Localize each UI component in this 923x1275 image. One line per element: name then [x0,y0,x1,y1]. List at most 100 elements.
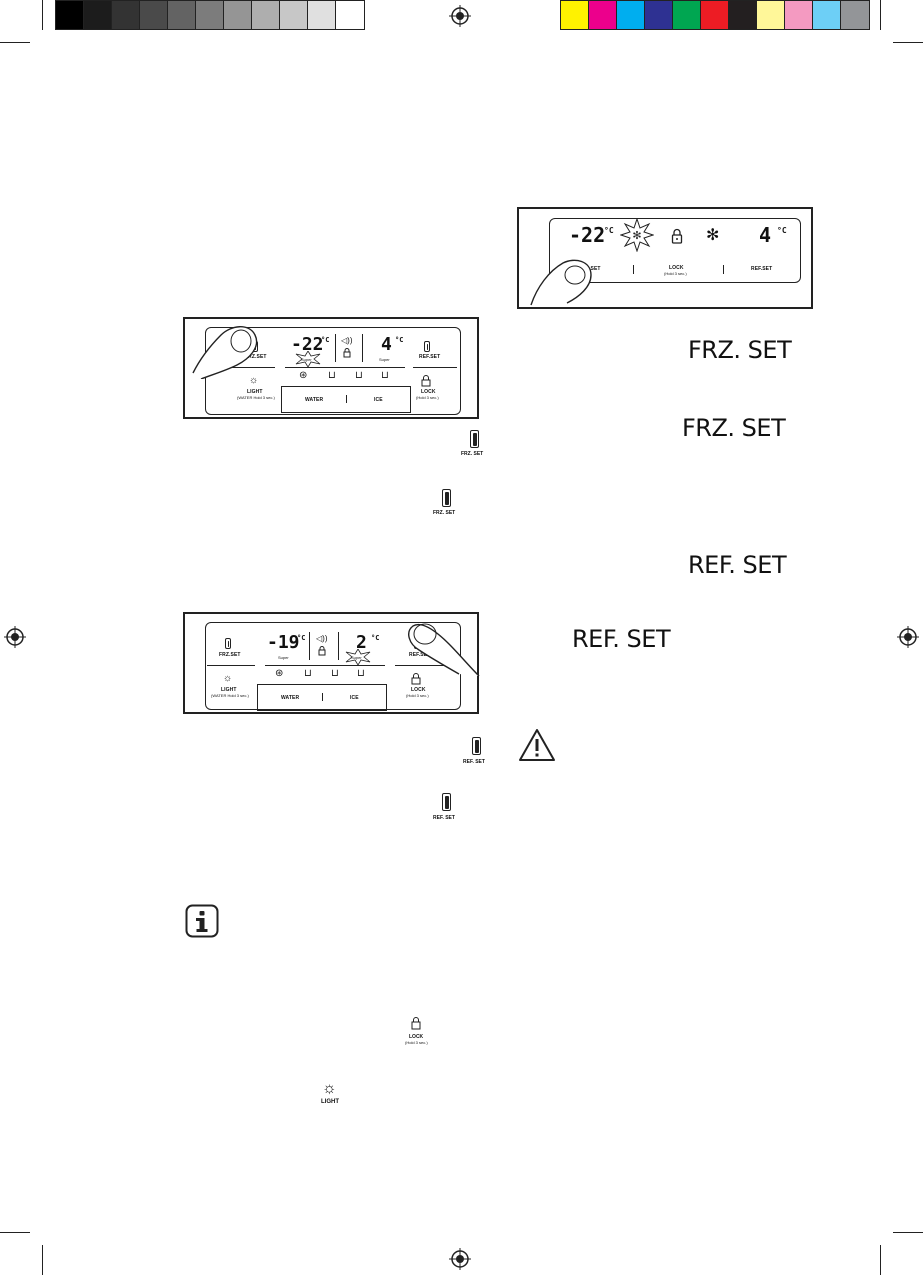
frz-set-key-icon [442,489,451,507]
lock-key-label[interactable]: LOCK [411,687,426,693]
grayscale-color-bar [55,0,365,30]
light-key-label[interactable]: LIGHT [221,687,237,693]
color-swatch [673,1,701,29]
light-key-hint: (WATER Hold 3 sec.) [237,395,275,400]
divider [395,665,453,666]
color-swatch [224,1,252,29]
control-panel-fridge-set: FRZ.SET -19 °C Super ◁)) 2 °C Super REF.… [183,612,480,714]
lock-key-caption: LOCK [409,1034,424,1040]
divider [213,367,275,368]
super-burst-icon [295,351,321,367]
ref-set-key-icon [472,737,481,755]
super-freeze-burst-icon: ✻ [620,218,654,252]
lock-key-label[interactable]: LOCK [669,265,684,271]
light-key-caption: LIGHT [321,1099,339,1105]
color-swatch [336,1,364,29]
color-swatch [308,1,336,29]
freezer-unit: °C [321,336,330,344]
divider [265,665,385,666]
process-color-bar [560,0,870,30]
lock-key-label[interactable]: LOCK [421,389,436,395]
ref-set-key-label[interactable]: REF.SET [751,266,773,272]
color-swatch [841,1,869,29]
filter-icon: ⊛ [275,668,284,679]
light-key-label[interactable]: LIGHT [247,389,263,395]
water-button[interactable]: WATER [305,397,324,403]
divider [338,632,339,660]
divider [335,334,336,362]
water-button[interactable]: WATER [281,695,300,701]
crop-mark [880,0,881,30]
sound-icon: ◁)) [341,336,353,345]
registration-mark-icon [449,1248,471,1270]
freezer-temperature: -22 [569,223,606,247]
color-swatch [785,1,813,29]
finger-pointer-icon [530,259,592,306]
freezer-unit: °C [604,226,614,235]
crushed-ice-icon: ⊔ [331,668,339,679]
freezer-temperature: -22 [291,334,324,355]
finger-pointer-icon [192,326,258,379]
crop-mark [42,0,43,30]
divider [207,665,255,666]
registration-mark-icon [4,626,26,648]
cubed-ice-icon: ⊔ [328,370,336,381]
lock-icon [318,646,326,656]
frz-set-key-label[interactable]: FRZ.SET [245,354,267,360]
color-swatch [252,1,280,29]
lock-key-hint: (Hold 3 sec.) [405,1040,428,1045]
fridge-temperature: 4 [381,334,392,355]
ice-off-icon: ⊔ [357,668,365,679]
registration-mark-icon [449,5,471,27]
ref-set-key-icon[interactable] [424,341,430,352]
super-cool-label: Super [351,655,362,660]
color-swatch [617,1,645,29]
lock-icon [343,348,351,358]
super-freeze-label: Super [278,655,289,660]
divider [346,395,347,403]
freezer-unit: °C [297,634,306,642]
color-swatch [729,1,757,29]
ice-off-icon: ⊔ [381,370,389,381]
divider [285,367,405,368]
ref-set-heading: REF. SET [572,625,671,653]
light-icon[interactable]: ☼ [249,375,259,386]
fridge-unit: °C [777,226,787,235]
ref-set-key-label[interactable]: REF.SET [409,652,431,658]
fridge-temperature: 2 [356,632,367,653]
color-swatch [813,1,841,29]
color-swatch [196,1,224,29]
snowflake-icon: ✻ [706,227,720,244]
ice-button[interactable]: ICE [374,397,383,403]
ice-button[interactable]: ICE [350,695,359,701]
crop-mark [42,1245,43,1275]
registration-mark-icon [897,626,919,648]
warning-icon [519,729,555,761]
frz-set-heading: FRZ. SET [682,414,786,442]
super-burst-icon [345,649,371,665]
frz-set-key-icon[interactable] [225,638,231,649]
crop-mark [893,1232,923,1233]
control-panel-freezer-set: FRZ.SET -22 °C Super ◁)) 4 °C Super REF.… [183,317,479,419]
lock-icon [671,228,683,244]
light-icon[interactable]: ☼ [223,673,233,684]
crop-mark [0,1232,30,1233]
lock-icon[interactable] [421,375,431,387]
ref-set-key-label[interactable]: REF.SET [419,354,441,360]
color-swatch [645,1,673,29]
crushed-ice-icon: ⊔ [355,370,363,381]
color-swatch [701,1,729,29]
ref-set-key-icon [442,793,451,811]
frz-set-key-label[interactable]: FRZ.SET [219,652,241,658]
super-cool-label: Super [379,357,390,362]
divider [309,632,310,660]
color-swatch [280,1,308,29]
lock-icon[interactable] [411,673,421,685]
info-icon [185,904,219,938]
cubed-ice-icon: ⊔ [304,668,312,679]
divider [322,693,323,701]
ref-set-heading: REF. SET [688,551,787,579]
super-freeze-label: Super [301,357,312,362]
divider [413,367,457,368]
svg-text:✻: ✻ [632,230,641,242]
